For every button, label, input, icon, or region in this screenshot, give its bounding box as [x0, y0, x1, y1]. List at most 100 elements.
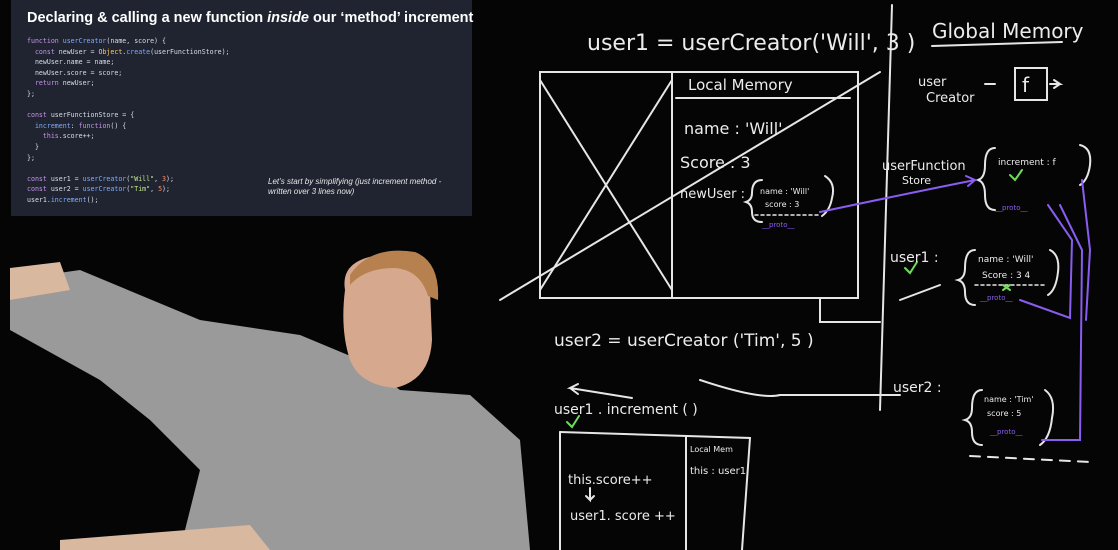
code-line: }; [27, 89, 456, 100]
code-token: const [27, 185, 51, 194]
ticks [566, 169, 1023, 429]
code-token: "Tim" [130, 185, 151, 194]
ufs-brace [974, 147, 996, 211]
increment-entry: increment : f [998, 158, 1056, 168]
code-token: user2 = [50, 185, 83, 194]
tick-icon [566, 415, 580, 429]
user2-call: user2 = userCreator ('Tim', 5 ) [554, 331, 814, 351]
user1-score-line: user1. score ++ [570, 509, 676, 524]
code-line: } [27, 142, 456, 153]
user1-call: user1 = userCreator('Will', 3 ) [587, 31, 915, 56]
code-token: , [150, 185, 159, 194]
proto-arrow-user1 [1019, 204, 1074, 320]
code-token: . [122, 47, 127, 56]
increment-call: user1 . increment ( ) [554, 402, 698, 418]
user2-name: name : 'Tim' [984, 395, 1034, 404]
local-memory-heading: Local Memory [688, 76, 793, 94]
code-line: const user1 = userCreator("Will", 3); [27, 174, 456, 185]
user1-brace-right [1047, 249, 1060, 296]
code-token: .score++; [58, 132, 95, 141]
ufs-proto: __proto__ [994, 204, 1028, 212]
presenter-hand [10, 262, 70, 300]
code-token: Object [98, 47, 123, 56]
global-memory-underline [931, 41, 1063, 47]
code-line: newUser.score = score; [27, 68, 456, 79]
exec-context-box [539, 71, 859, 299]
score-row: Score : 3 [680, 153, 751, 172]
code-line: function userCreator(name, score) { [27, 36, 456, 47]
ufs-brace-right [1079, 144, 1092, 186]
code-line: return newUser; [27, 78, 456, 89]
code-token: : [70, 121, 79, 130]
increment-exec-box [559, 431, 752, 550]
code-token: ( [126, 174, 131, 183]
code-token: ( [126, 185, 131, 194]
code-line: increment: function() { [27, 121, 456, 132]
cross-out-2 [539, 79, 673, 291]
code-token: newUser.name = name; [27, 58, 115, 67]
code-token: ); [166, 174, 174, 183]
user2-score: score : 5 [987, 409, 1021, 418]
code-token: } [27, 142, 39, 151]
code-token: userCreator [82, 174, 127, 183]
global-memory-heading: Global Memory [932, 19, 1084, 43]
dashed-line [969, 455, 1091, 463]
code-line: const userFunctionStore = { [27, 110, 456, 121]
down-arrow [585, 487, 595, 503]
user-creator-label-2: Creator [926, 91, 975, 106]
code-slide: Declaring & calling a new function insid… [11, 0, 474, 216]
tick-icon [904, 261, 918, 275]
code-token: this [27, 132, 59, 141]
newuser-name: name : 'Will' [760, 187, 809, 196]
code-token: 5 [158, 185, 163, 194]
code-token: (userFunctionStore); [150, 47, 230, 56]
increment-arrow [566, 383, 633, 399]
code-token: userFunctionStore = { [50, 111, 135, 120]
this-score-line: this.score++ [568, 473, 653, 488]
code-token: user1 = [50, 174, 83, 183]
code-token: newUser; [62, 79, 95, 88]
code-token: 3 [162, 174, 167, 183]
user1-proto: __proto__ [979, 294, 1013, 302]
code-token: userCreator [82, 185, 127, 194]
code-token: () { [110, 121, 127, 130]
proto-line [1081, 179, 1092, 321]
slide-title: Declaring & calling a new function insid… [27, 10, 474, 26]
box-tail [819, 297, 881, 323]
code-token: function [27, 37, 63, 45]
code-block: function userCreator(name, score) { cons… [27, 36, 456, 206]
local-mem-small: Local Mem [690, 445, 733, 454]
code-token: increment [50, 195, 87, 204]
newuser-score: score : 3 [765, 200, 799, 209]
code-token: const [27, 174, 51, 183]
code-token: function [78, 121, 111, 130]
user1-arrow [899, 284, 941, 301]
presenter-hair [350, 250, 439, 300]
code-token: }; [27, 89, 35, 98]
code-line: newUser.name = name; [27, 57, 456, 68]
presenter [10, 250, 530, 550]
code-token: (name, score) { [106, 37, 166, 45]
f-arrow [984, 79, 1064, 89]
newuser-proto: __proto__ [761, 221, 795, 229]
proto-arrow-user2 [1041, 204, 1084, 441]
ufs-label-1: userFunction [882, 159, 966, 174]
presenter-lower-hand [60, 525, 270, 550]
code-token: increment [27, 121, 71, 130]
code-token: userCreator [62, 37, 107, 45]
slide-note: Let’s start by simplifying (just increme… [268, 177, 442, 196]
code-token: return [27, 79, 63, 88]
code-token: newUser.score = score; [27, 68, 123, 77]
code-token: user1. [27, 195, 51, 204]
code-token: , [154, 174, 163, 183]
code-line: this.score++; [27, 131, 456, 142]
user2-brace-right [1039, 389, 1055, 446]
presenter-sweater [10, 270, 530, 550]
code-token: newUser = [58, 47, 99, 56]
f-box [1014, 67, 1048, 101]
code-token: (); [86, 195, 99, 204]
newuser-label: newUser : [680, 187, 745, 202]
user-creator-label-1: user [918, 75, 947, 90]
proto-arrow-newuser [819, 175, 979, 213]
name-row: name : 'Will' [684, 119, 783, 138]
